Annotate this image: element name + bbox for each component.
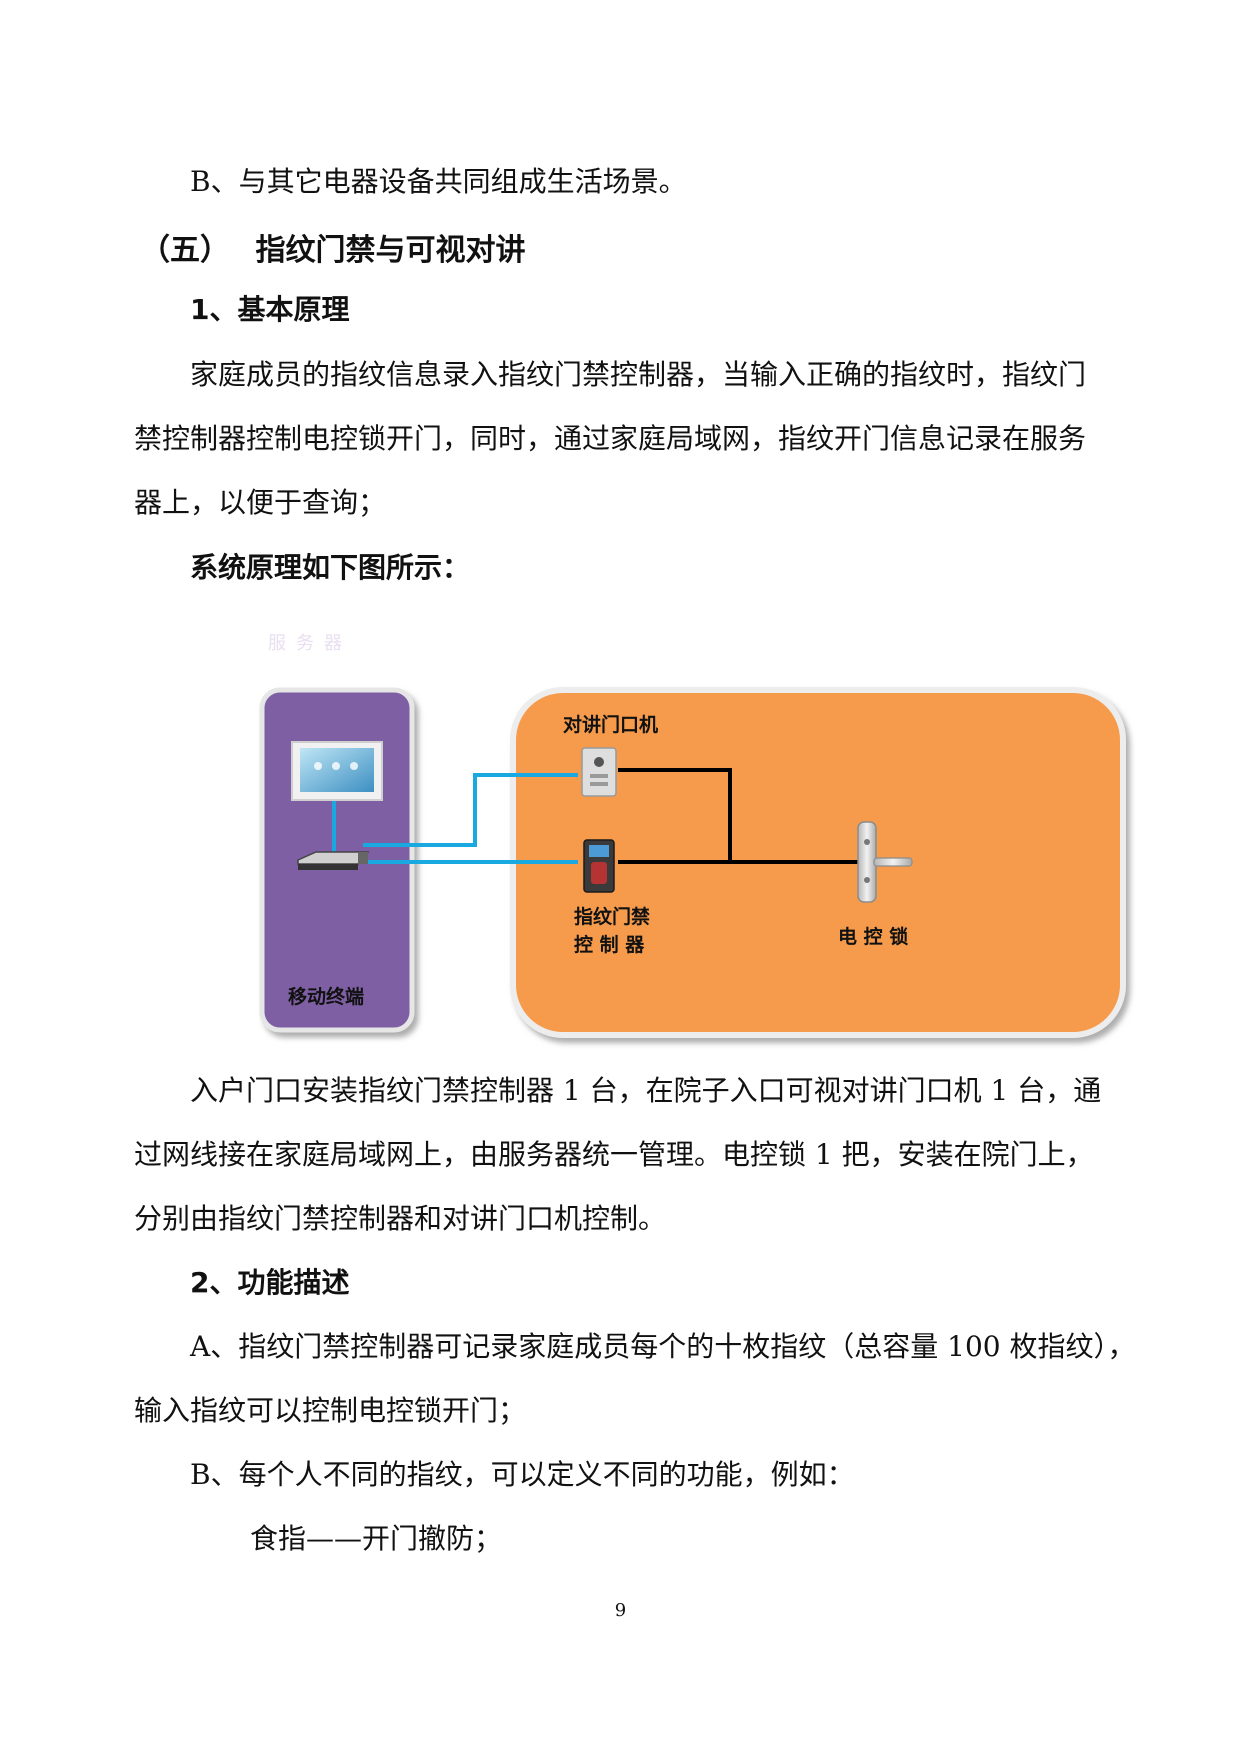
subheading-function-description: 2、功能描述 xyxy=(190,1266,350,1299)
intercom-label: 对讲门口机 xyxy=(563,714,659,736)
touch-screen-icon xyxy=(291,741,383,801)
paragraph-b-scene: B、与其它电器设备共同组成生活场景。 xyxy=(190,165,687,198)
electric-lock-icon xyxy=(857,821,913,903)
diagram-canvas xyxy=(259,687,1126,1038)
paragraph-function-a-line-1: A、指纹门禁控制器可记录家庭成员每个的十枚指纹（总容量 100 枚指纹）， xyxy=(190,1330,1136,1363)
electric-lock-label: 电 控 锁 xyxy=(838,926,909,948)
mobile-terminal-label: 移动终端 xyxy=(288,986,365,1008)
subheading-system-diagram: 系统原理如下图所示： xyxy=(190,551,471,584)
paragraph-install-line-2: 过网线接在家庭局域网上，由服务器统一管理。电控锁 1 把，安装在院门上， xyxy=(134,1138,1094,1171)
network-switch-icon xyxy=(297,851,370,870)
paragraph-principle-line-2: 禁控制器控制电控锁开门，同时，通过家庭局域网，指纹开门信息记录在服务 xyxy=(134,422,1087,455)
control-lines xyxy=(618,768,858,864)
server-label: 服务器 xyxy=(268,633,352,654)
subheading-basic-principle: 1、基本原理 xyxy=(190,293,350,326)
paragraph-install-line-1: 入户门口安装指纹门禁控制器 1 台，在院子入口可视对讲门口机 1 台，通 xyxy=(190,1074,1102,1107)
network-lines xyxy=(332,773,578,864)
page-number: 9 xyxy=(614,1600,627,1621)
paragraph-principle-line-1: 家庭成员的指纹信息录入指纹门禁控制器，当输入正确的指纹时，指纹门 xyxy=(190,358,1087,391)
paragraph-function-a-line-2: 输入指纹可以控制电控锁开门； xyxy=(134,1394,527,1427)
paragraph-function-b: B、每个人不同的指纹，可以定义不同的功能，例如： xyxy=(190,1458,855,1491)
paragraph-principle-line-3: 器上，以便于查询； xyxy=(134,486,387,519)
system-diagram: 服务器 移动终端 对讲门口机 指纹门禁 控 制 器 电 控 锁 xyxy=(258,633,1138,1050)
paragraph-install-line-3: 分别由指纹门禁控制器和对讲门口机控制。 xyxy=(134,1202,667,1235)
fingerprint-controller-label-1: 指纹门禁 xyxy=(574,906,651,928)
fingerprint-controller-label-2: 控 制 器 xyxy=(574,934,645,956)
paragraph-index-finger: 食指——开门撤防； xyxy=(250,1522,503,1555)
section-heading: （五） 指纹门禁与可视对讲 xyxy=(140,233,526,268)
intercom-door-unit-icon xyxy=(581,747,617,797)
fingerprint-controller-icon xyxy=(583,839,615,893)
